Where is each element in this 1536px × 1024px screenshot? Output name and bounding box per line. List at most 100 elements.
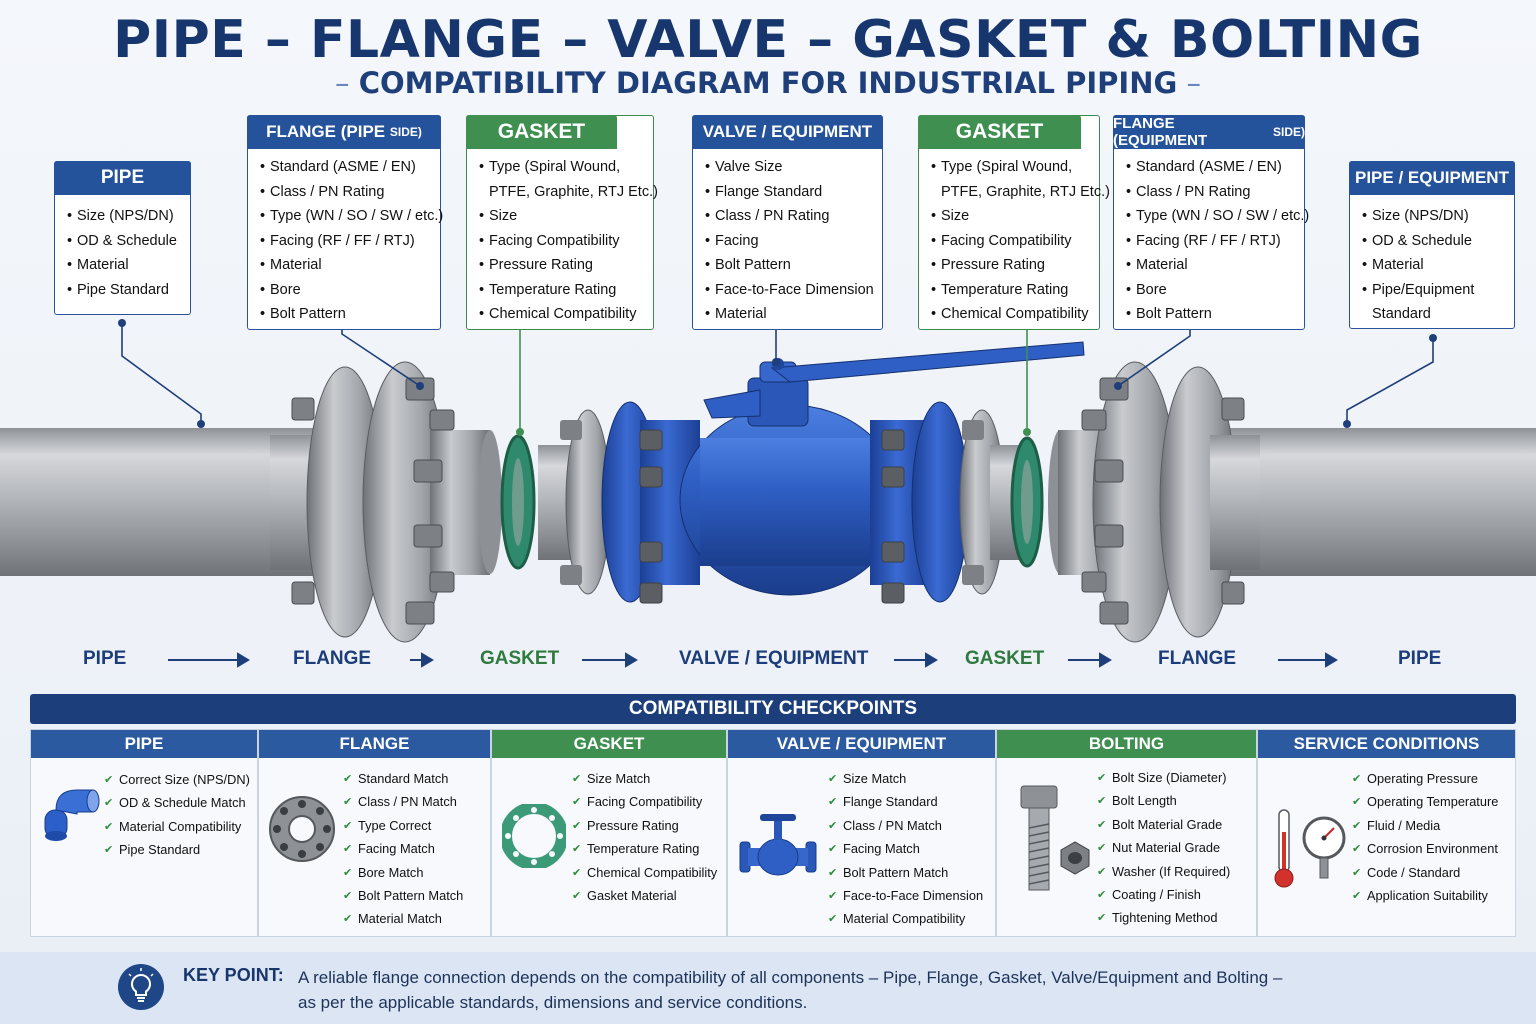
checkpoint-pipe: PIPE Correct Size (NPS/DN) OD & Schedule… (30, 729, 258, 937)
pipe-elbow-icon (44, 789, 100, 841)
checkpoint-item: Facing Match (828, 837, 983, 861)
card-item: Class / PN Rating (1126, 180, 1298, 205)
checkpoint-item: Face-to-Face Dimension (828, 884, 983, 908)
card-item: Flange Standard (705, 180, 876, 205)
card-item: Bore (260, 278, 434, 303)
checkpoint-item: Size Match (828, 767, 983, 791)
bolts-right (1081, 377, 1245, 625)
checkpoint-item: Bolt Material Grade (1097, 813, 1230, 837)
checkpoint-item: Chemical Compatibility (572, 861, 717, 885)
checkpoint-item: Application Suitability (1352, 884, 1498, 908)
card-item: Size (479, 204, 647, 229)
checkpoint-service-conditions: SERVICE CONDITIONS Operating Pressure Op… (1257, 729, 1516, 937)
checkpoint-valve-equipment: VALVE / EQUIPMENT Size Match Flange Stan… (727, 729, 996, 937)
flow-arrows (168, 652, 1338, 668)
flow-valve: VALVE / EQUIPMENT (679, 648, 869, 669)
card-item: OD & Schedule (67, 229, 184, 254)
checkpoint-item: Nut Material Grade (1097, 836, 1230, 860)
card-item: Class / PN Rating (260, 180, 434, 205)
card-gasket-right-title: GASKET (918, 115, 1081, 149)
checkpoint-gasket-title: GASKET (492, 730, 726, 758)
checkpoint-item: Facing Compatibility (572, 790, 717, 814)
checkpoint-gasket: GASKET Size Match Facing Compatibility P… (491, 729, 727, 937)
subtitle-text: COMPATIBILITY DIAGRAM FOR INDUSTRIAL PIP… (358, 66, 1178, 100)
card-title-small: SIDE) (1272, 125, 1305, 139)
card-pipe-left: PIPE Size (NPS/DN) OD & Schedule Materia… (54, 161, 191, 315)
subtitle-dash-left: – (334, 66, 359, 100)
bolts-left (291, 377, 455, 625)
lightbulb-icon (118, 964, 164, 1010)
card-item: Facing Compatibility (931, 229, 1093, 254)
card-item: Pressure Rating (479, 253, 647, 278)
card-item: Standard (ASME / EN) (1126, 155, 1298, 180)
card-pipe-equipment-title: PIPE / EQUIPMENT (1349, 161, 1515, 195)
checkpoint-item: Flange Standard (828, 790, 983, 814)
card-item: Type (Spiral Wound, (479, 155, 647, 180)
flow-pipe-left: PIPE (83, 648, 127, 669)
card-flange-equipment-side-title: FLANGE (EQUIPMENT SIDE) (1113, 115, 1305, 149)
card-flange-pipe-side-title: FLANGE (PIPE SIDE) (247, 115, 441, 149)
checkpoint-item: Material Compatibility (828, 907, 983, 931)
checkpoint-item: Tightening Method (1097, 906, 1230, 930)
card-item: Standard (ASME / EN) (260, 155, 434, 180)
card-item: Size (NPS/DN) (1362, 204, 1508, 229)
checkpoint-item: Bore Match (343, 861, 463, 885)
card-pipe-left-title: PIPE (54, 161, 191, 195)
card-item: Material (1126, 253, 1298, 278)
card-title-small: SIDE) (389, 125, 422, 139)
card-item: Chemical Compatibility (479, 302, 647, 327)
thermometer-icon (1274, 809, 1294, 888)
card-gasket-right: GASKET Type (Spiral Wound, PTFE, Graphit… (918, 115, 1110, 330)
checkpoint-item: Code / Standard (1352, 861, 1498, 885)
checkpoint-item: Bolt Pattern Match (343, 884, 463, 908)
flange-pipe-side (270, 361, 502, 643)
checkpoint-item: Operating Pressure (1352, 767, 1498, 791)
checkpoint-item: Facing Match (343, 837, 463, 861)
checkpoint-item: Standard Match (343, 767, 463, 791)
key-point-line-2: as per the applicable standards, dimensi… (298, 993, 808, 1012)
card-title-main: FLANGE (EQUIPMENT (1113, 115, 1208, 149)
checkpoint-item: Type Correct (343, 814, 463, 838)
card-item: Material (260, 253, 434, 278)
card-pipe-equipment: PIPE / EQUIPMENT Size (NPS/DN) OD & Sche… (1349, 161, 1515, 329)
flange-valve-left-steel (538, 409, 611, 595)
checkpoint-service-title: SERVICE CONDITIONS (1258, 730, 1515, 758)
checkpoint-flange-title: FLANGE (259, 730, 490, 758)
checkpoint-item: Bolt Pattern Match (828, 861, 983, 885)
checkpoint-flange: FLANGE Standard Match Class / PN Match T… (258, 729, 491, 937)
checkpoint-item: Corrosion Environment (1352, 837, 1498, 861)
flow-gasket-right: GASKET (965, 648, 1045, 669)
gasket-ring-icon (502, 804, 566, 868)
checkpoint-item: Coating / Finish (1097, 883, 1230, 907)
pipe-right (1215, 428, 1536, 576)
card-item: Type (WN / SO / SW / etc.) (1126, 204, 1309, 229)
subtitle-dash-right: – (1177, 66, 1201, 100)
card-item: Chemical Compatibility (931, 302, 1093, 327)
checkpoint-item: Operating Temperature (1352, 790, 1498, 814)
card-item: Size (931, 204, 1093, 229)
card-item: Facing Compatibility (479, 229, 647, 254)
card-item: Bore (1126, 278, 1298, 303)
card-item: Material (67, 253, 184, 278)
card-title-main: FLANGE (PIPE (266, 122, 386, 141)
checkpoint-valve-title: VALVE / EQUIPMENT (728, 730, 995, 758)
checkpoint-item: Pressure Rating (572, 814, 717, 838)
page-title: PIPE – FLANGE – VALVE – GASKET & BOLTING (113, 10, 1423, 70)
pressure-gauge-icon (1302, 816, 1346, 879)
ball-valve (601, 341, 1085, 604)
checkpoint-item: Class / PN Match (343, 790, 463, 814)
flow-row: PIPE FLANGE GASKET VALVE / EQUIPMENT GAS… (0, 648, 1536, 674)
card-item: Standard (1372, 306, 1431, 322)
checkpoint-item: Material Match (343, 907, 463, 931)
checkpoint-item: Class / PN Match (828, 814, 983, 838)
bolt-nut-icon (1020, 785, 1090, 891)
flange-equipment-side (1048, 361, 1260, 643)
card-item: PTFE, Graphite, RTJ Etc.) (489, 183, 658, 200)
flow-pipe-right: PIPE (1398, 648, 1442, 669)
card-item: Type (WN / SO / SW / etc.) (260, 204, 443, 229)
page-subtitle: – COMPATIBILITY DIAGRAM FOR INDUSTRIAL P… (0, 66, 1536, 100)
key-point-bar (0, 952, 1536, 1024)
key-point-text: A reliable flange connection depends on … (298, 965, 1282, 1015)
checkpoint-item: Pipe Standard (104, 838, 250, 862)
card-valve-equipment: VALVE / EQUIPMENT Valve Size Flange Stan… (692, 115, 883, 330)
